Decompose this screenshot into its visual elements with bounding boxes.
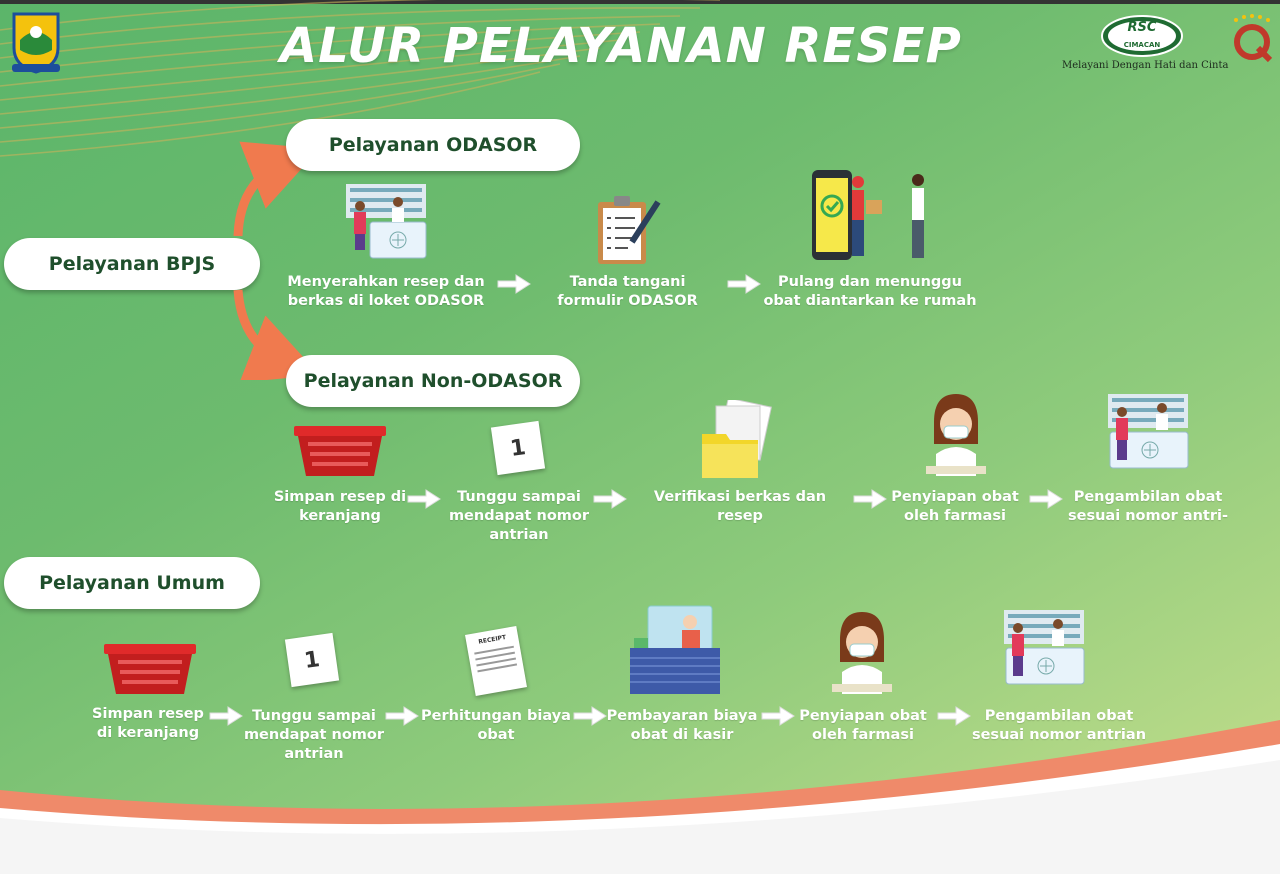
pill-bpjs: Pelayanan BPJS (4, 238, 260, 290)
arrow-to-odasor (233, 141, 310, 237)
hospital-logo: RSC CIMACAN (1100, 14, 1184, 62)
pharmacy-pickup-icon (1108, 394, 1189, 469)
delivery-icon (812, 170, 924, 260)
arrow-to-non-odasor (233, 289, 310, 380)
non-odasor-step-5: Pengambilan obat sesuai nomor antri- (1068, 489, 1228, 524)
pill-odasor-label: Pelayanan ODASOR (328, 134, 538, 156)
pill-umum: Pelayanan Umum (4, 557, 260, 609)
step-arrow-icon (593, 489, 627, 509)
step-arrow-icon (209, 706, 243, 726)
page-title: ALUR PELAYANAN RESEP (280, 18, 962, 74)
queue-number-card: 1 (284, 632, 340, 688)
non-odasor-step-1: Simpan resep di keranjang (273, 489, 407, 524)
step-arrow-icon (853, 489, 887, 509)
queue-number-card: 1 (490, 420, 546, 476)
umum-step-6: Pengambilan obat sesuai nomor antrian (971, 708, 1147, 743)
folder-documents-icon (702, 400, 772, 478)
step-arrow-icon (1029, 489, 1063, 509)
odasor-step-3: Pulang dan menunggu obat diantarkan ke r… (763, 274, 977, 309)
queue-number: 1 (508, 434, 528, 462)
pill-odasor: Pelayanan ODASOR (286, 119, 580, 171)
basket-icon (294, 426, 386, 476)
umum-step-2: Tunggu sampai mendapat nomor antrian (243, 708, 385, 762)
basket-icon (104, 644, 196, 694)
step-arrow-icon (407, 489, 441, 509)
quality-badge-icon (1234, 14, 1273, 63)
pharmacist-icon (926, 394, 986, 476)
pill-non-odasor: Pelayanan Non-ODASOR (286, 355, 580, 407)
odasor-step-1: Menyerahkan resep dan berkas di loket OD… (287, 274, 485, 309)
bottom-wave (0, 720, 1280, 874)
clipboard-pen-icon (598, 196, 661, 264)
pharmacist-icon (832, 612, 892, 694)
pill-non-odasor-label: Pelayanan Non-ODASOR (303, 370, 563, 392)
top-border (0, 0, 1280, 4)
umum-step-1: Simpan resep di keranjang (92, 706, 204, 741)
pill-umum-label: Pelayanan Umum (39, 572, 225, 594)
queue-number: 1 (302, 646, 322, 674)
pharmacy-counter-icon (346, 184, 427, 259)
slogan: Melayani Dengan Hati dan Cinta (1062, 60, 1229, 71)
pharmacy-pickup-icon (1004, 610, 1085, 685)
non-odasor-step-4: Penyiapan obat oleh farmasi (891, 489, 1019, 524)
receipt-icon: RECEIPT (465, 625, 527, 697)
branch-arrows (233, 141, 310, 380)
hospital-logo-text: RSC (1127, 20, 1157, 35)
odasor-step-2: Tanda tangani formulir ODASOR (557, 274, 698, 309)
step-arrow-icon (937, 706, 971, 726)
non-odasor-step-3: Verifikasi berkas dan resep (653, 489, 827, 524)
hospital-logo-icon (1101, 15, 1183, 57)
swirl-decoration (0, 0, 720, 157)
umum-step-3: Perhitungan biaya obat (421, 708, 571, 743)
umum-step-5: Penyiapan obat oleh farmasi (799, 708, 927, 743)
cashier-icon (630, 605, 720, 694)
non-odasor-step-2: Tunggu sampai mendapat nomor antrian (448, 489, 590, 543)
step-arrow-icon (385, 706, 419, 726)
step-arrow-icon (761, 706, 795, 726)
step-arrow-icon (727, 274, 761, 294)
step-arrow-icon (573, 706, 607, 726)
regency-emblem-icon (12, 12, 60, 74)
step-arrow-icon (497, 274, 531, 294)
hospital-logo-subtext: CIMACAN (1123, 41, 1161, 49)
pill-bpjs-label: Pelayanan BPJS (48, 253, 216, 275)
umum-step-4: Pembayaran biaya obat di kasir (606, 708, 758, 743)
